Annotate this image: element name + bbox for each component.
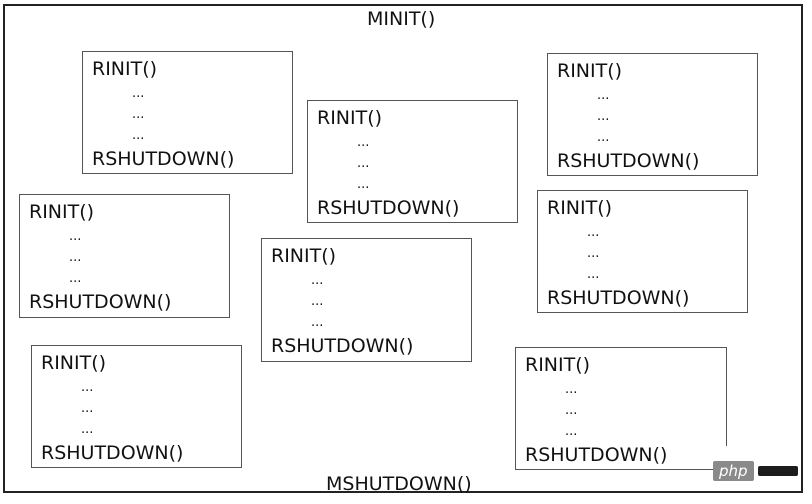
rshutdown-label: RSHUTDOWN() — [317, 197, 460, 219]
request-box: RINIT() ... ... ... RSHUTDOWN() — [515, 347, 727, 470]
rinit-label: RINIT() — [317, 107, 383, 129]
rshutdown-label: RSHUTDOWN() — [92, 148, 235, 170]
ellipsis: ... — [132, 107, 145, 122]
rinit-label: RINIT() — [525, 354, 591, 376]
request-box: RINIT() ... ... ... RSHUTDOWN() — [261, 238, 472, 362]
ellipsis: ... — [565, 403, 578, 418]
ellipsis: ... — [357, 156, 370, 171]
minit-label: MINIT() — [367, 8, 436, 30]
ellipsis: ... — [311, 315, 324, 330]
rshutdown-label: RSHUTDOWN() — [29, 291, 172, 313]
ellipsis: ... — [69, 250, 82, 265]
ellipsis: ... — [587, 246, 600, 261]
rinit-label: RINIT() — [271, 245, 337, 267]
ellipsis: ... — [132, 128, 145, 143]
rshutdown-label: RSHUTDOWN() — [525, 444, 668, 466]
module-lifecycle-frame — [3, 4, 803, 493]
ellipsis: ... — [81, 422, 94, 437]
request-box: RINIT() ... ... ... RSHUTDOWN() — [19, 194, 230, 318]
watermark-bar — [757, 466, 798, 476]
ellipsis: ... — [597, 109, 610, 124]
rinit-label: RINIT() — [29, 201, 95, 223]
mshutdown-label: MSHUTDOWN() — [326, 473, 472, 495]
ellipsis: ... — [357, 135, 370, 150]
rshutdown-label: RSHUTDOWN() — [547, 287, 690, 309]
request-box: RINIT() ... ... ... RSHUTDOWN() — [31, 345, 242, 468]
request-box: RINIT() ... ... ... RSHUTDOWN() — [307, 100, 518, 223]
rshutdown-label: RSHUTDOWN() — [41, 442, 184, 464]
ellipsis: ... — [587, 225, 600, 240]
request-box: RINIT() ... ... ... RSHUTDOWN() — [537, 190, 748, 313]
php-logo-text: php — [713, 461, 754, 481]
ellipsis: ... — [587, 267, 600, 282]
ellipsis: ... — [597, 88, 610, 103]
ellipsis: ... — [311, 294, 324, 309]
request-box: RINIT() ... ... ... RSHUTDOWN() — [82, 51, 293, 174]
ellipsis: ... — [81, 401, 94, 416]
ellipsis: ... — [81, 380, 94, 395]
ellipsis: ... — [565, 424, 578, 439]
php-watermark: php — [713, 460, 798, 482]
ellipsis: ... — [69, 229, 82, 244]
request-box: RINIT() ... ... ... RSHUTDOWN() — [547, 53, 758, 176]
ellipsis: ... — [597, 130, 610, 145]
rinit-label: RINIT() — [92, 58, 158, 80]
rinit-label: RINIT() — [557, 60, 623, 82]
ellipsis: ... — [132, 86, 145, 101]
rshutdown-label: RSHUTDOWN() — [557, 150, 700, 172]
ellipsis: ... — [357, 177, 370, 192]
ellipsis: ... — [69, 271, 82, 286]
rinit-label: RINIT() — [547, 197, 613, 219]
ellipsis: ... — [565, 382, 578, 397]
ellipsis: ... — [311, 273, 324, 288]
rinit-label: RINIT() — [41, 352, 107, 374]
rshutdown-label: RSHUTDOWN() — [271, 335, 414, 357]
